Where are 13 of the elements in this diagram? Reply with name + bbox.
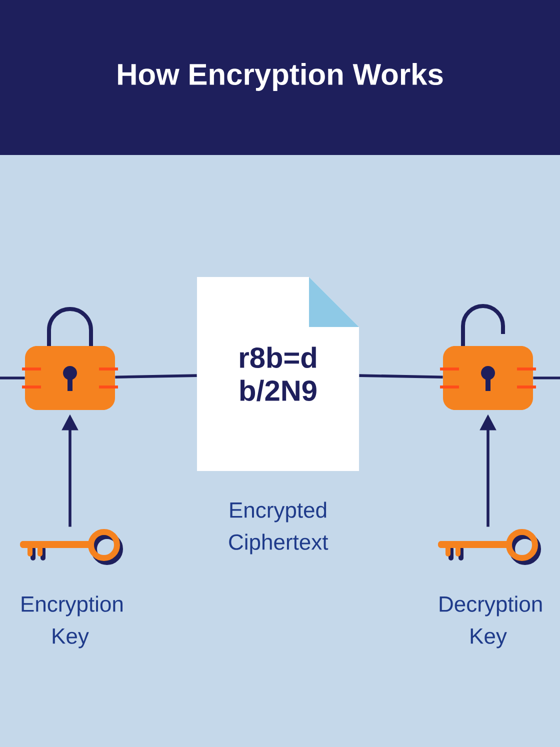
connector-line (115, 374, 197, 379)
connector-line (359, 374, 443, 379)
node-label: Encryption Key (22, 596, 122, 648)
document-card: r8b=d b/2N9 (197, 277, 359, 471)
connector-line (533, 376, 560, 380)
key-icon (438, 529, 541, 565)
node-label: Encrypted Ciphertext (229, 502, 328, 554)
padlock (22, 307, 118, 410)
title: How Encryption Works (118, 63, 443, 91)
open-padlock (440, 304, 536, 410)
node-label: Decryption Key (440, 596, 542, 648)
connector-line (0, 376, 25, 380)
key-icon (20, 529, 123, 565)
